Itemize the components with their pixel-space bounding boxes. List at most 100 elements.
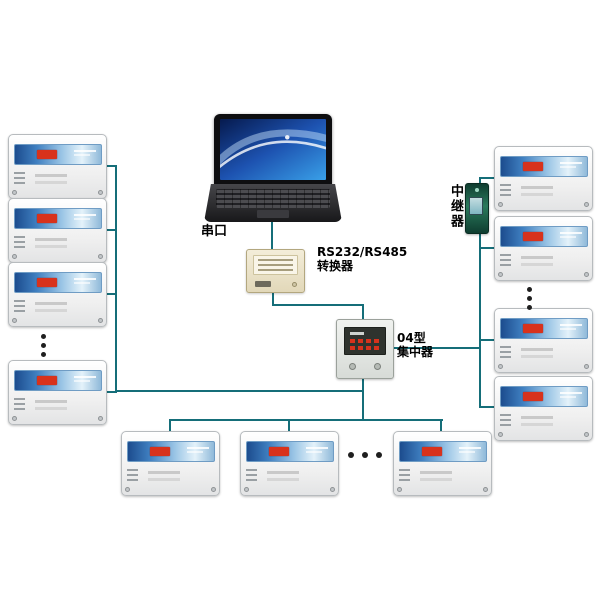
device-front-panel	[500, 156, 588, 177]
device-label-text	[420, 471, 452, 474]
connection-stub-right-2	[479, 247, 495, 249]
device-panel-text	[74, 150, 96, 156]
laptop	[204, 114, 342, 222]
line-converter-down	[272, 291, 274, 306]
screen-wallpaper-swoosh	[220, 119, 326, 180]
rs232-rs485-converter	[246, 249, 305, 293]
device-panel-text	[459, 447, 481, 453]
device-panel-text	[560, 392, 582, 398]
screw-icon	[498, 432, 503, 437]
device-digital-display	[150, 447, 171, 456]
concentrator-terminal-panel	[344, 327, 386, 355]
screw-icon	[483, 487, 488, 492]
device-panel-text	[560, 324, 582, 330]
device-digital-display	[523, 392, 544, 401]
device-digital-display	[37, 214, 58, 223]
screw-icon	[584, 272, 589, 277]
connection-stub-right-3	[479, 339, 495, 341]
device-label-text	[267, 471, 299, 474]
concentrator-led-row	[350, 339, 382, 343]
device-label-text	[521, 186, 553, 189]
connection-stub-left-2	[104, 229, 117, 231]
screw-icon	[98, 190, 103, 195]
controller-right-3	[494, 308, 593, 373]
device-front-panel	[127, 441, 215, 462]
device-digital-display	[37, 376, 58, 385]
screw-icon	[292, 282, 297, 287]
device-label-text	[35, 174, 67, 177]
bus-link-left-to-concentrator	[115, 390, 364, 392]
laptop-display	[220, 119, 326, 180]
device-panel-text	[560, 232, 582, 238]
device-label-text	[521, 256, 553, 259]
screw-icon	[98, 254, 103, 259]
screw-icon	[330, 487, 335, 492]
concentrator-label-line1: 04型	[397, 331, 426, 345]
controller-right-4	[494, 376, 593, 441]
screw-icon	[244, 487, 249, 492]
controller-right-2	[494, 216, 593, 281]
connection-stub-bottom-1	[169, 419, 171, 431]
device-vent-slots	[246, 469, 257, 484]
serial-line-laptop-to-converter	[271, 221, 273, 249]
device-label-text	[521, 416, 553, 419]
controller-left-1	[8, 134, 107, 199]
device-front-panel	[500, 226, 588, 247]
laptop-keyboard-base	[204, 184, 342, 222]
repeater-label-window	[469, 197, 483, 215]
line-concentrator-top-stub	[362, 304, 364, 319]
bus-line-bottom	[169, 419, 443, 421]
concentrator-panel-text	[350, 332, 364, 335]
screw-icon	[12, 416, 17, 421]
serial-port-label: 串口	[201, 224, 228, 239]
screw-icon	[584, 432, 589, 437]
device-front-panel	[246, 441, 334, 462]
repeater-led	[475, 188, 479, 192]
type04-concentrator	[336, 319, 394, 379]
connection-stub-bottom-2	[288, 419, 290, 431]
repeater-label: 中继器	[448, 184, 463, 229]
device-front-panel	[14, 370, 102, 391]
device-panel-text	[560, 162, 582, 168]
device-front-panel	[14, 272, 102, 293]
device-label-text	[35, 302, 67, 305]
controller-left-3	[8, 262, 107, 327]
device-digital-display	[37, 278, 58, 287]
line-concentrator-down	[362, 377, 364, 421]
controller-right-1	[494, 146, 593, 211]
device-vent-slots	[500, 346, 511, 361]
concentrator-label: 04型 集中器	[397, 331, 433, 359]
screw-icon	[211, 487, 216, 492]
controller-left-2	[8, 198, 107, 263]
laptop-screen-bezel	[214, 114, 332, 186]
device-front-panel	[399, 441, 487, 462]
connection-stub-left-4	[104, 391, 117, 393]
screw-icon	[374, 363, 381, 370]
device-vent-slots	[500, 254, 511, 269]
device-digital-display	[523, 232, 544, 241]
converter-faceplate	[253, 255, 298, 275]
ellipsis-dots-bottom	[344, 452, 386, 458]
concentrator-led-row	[350, 346, 382, 350]
screw-icon	[397, 487, 402, 492]
controller-bottom-1	[121, 431, 220, 496]
device-label-text	[148, 471, 180, 474]
device-panel-text	[187, 447, 209, 453]
screw-icon	[98, 318, 103, 323]
converter-label: RS232/RS485 转换器	[317, 245, 407, 273]
converter-port	[255, 281, 271, 287]
device-front-panel	[14, 144, 102, 165]
device-panel-text	[306, 447, 328, 453]
ellipsis-dots-left	[41, 332, 46, 359]
screw-icon	[498, 364, 503, 369]
screw-icon	[12, 254, 17, 259]
converter-label-line1: RS232/RS485	[317, 245, 408, 259]
device-vent-slots	[500, 184, 511, 199]
connection-stub-right-4	[479, 406, 495, 408]
laptop-keyboard-keys	[216, 189, 330, 208]
device-digital-display	[269, 447, 290, 456]
device-digital-display	[523, 324, 544, 333]
device-digital-display	[422, 447, 443, 456]
device-label-text	[35, 238, 67, 241]
connection-stub-bottom-3	[440, 419, 442, 431]
